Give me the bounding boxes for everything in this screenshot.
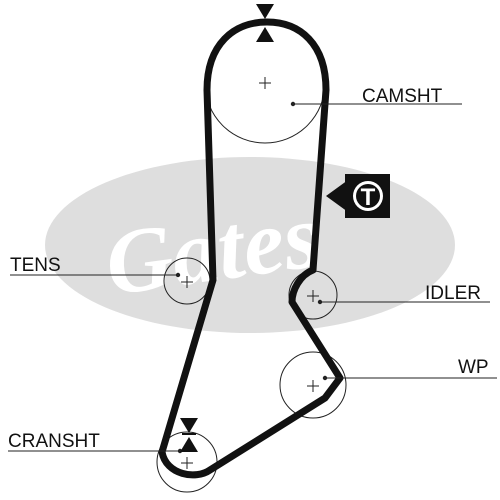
timing-belt xyxy=(158,18,344,479)
water-pump-pulley xyxy=(279,351,347,419)
water-pump-leader-dot xyxy=(322,375,328,381)
crankshaft-label: CRANSHT xyxy=(8,431,100,452)
camshaft-center-mark xyxy=(259,77,271,89)
camshaft-timing-mark xyxy=(256,4,274,42)
water-pump-label: WP xyxy=(458,357,489,378)
tension-marker-letter: T xyxy=(361,184,376,211)
crankshaft-center-mark xyxy=(181,457,193,469)
tension-marker: T xyxy=(326,174,390,218)
idler-center-mark xyxy=(307,290,319,302)
tensioner-label: TENS xyxy=(10,255,61,276)
crankshaft-timing-mark xyxy=(180,418,198,452)
camshaft-label: CAMSHT xyxy=(362,86,443,107)
idler-label: IDLER xyxy=(425,283,481,304)
idler-leader-dot xyxy=(317,299,323,305)
tensioner-leader-dot xyxy=(175,272,181,278)
watermark-logo: Gates xyxy=(45,157,455,333)
camshaft-leader-dot xyxy=(290,101,296,107)
tensioner-center-mark xyxy=(181,276,193,288)
water-pump-center-mark xyxy=(307,380,319,392)
crankshaft-leader-dot xyxy=(177,448,183,454)
